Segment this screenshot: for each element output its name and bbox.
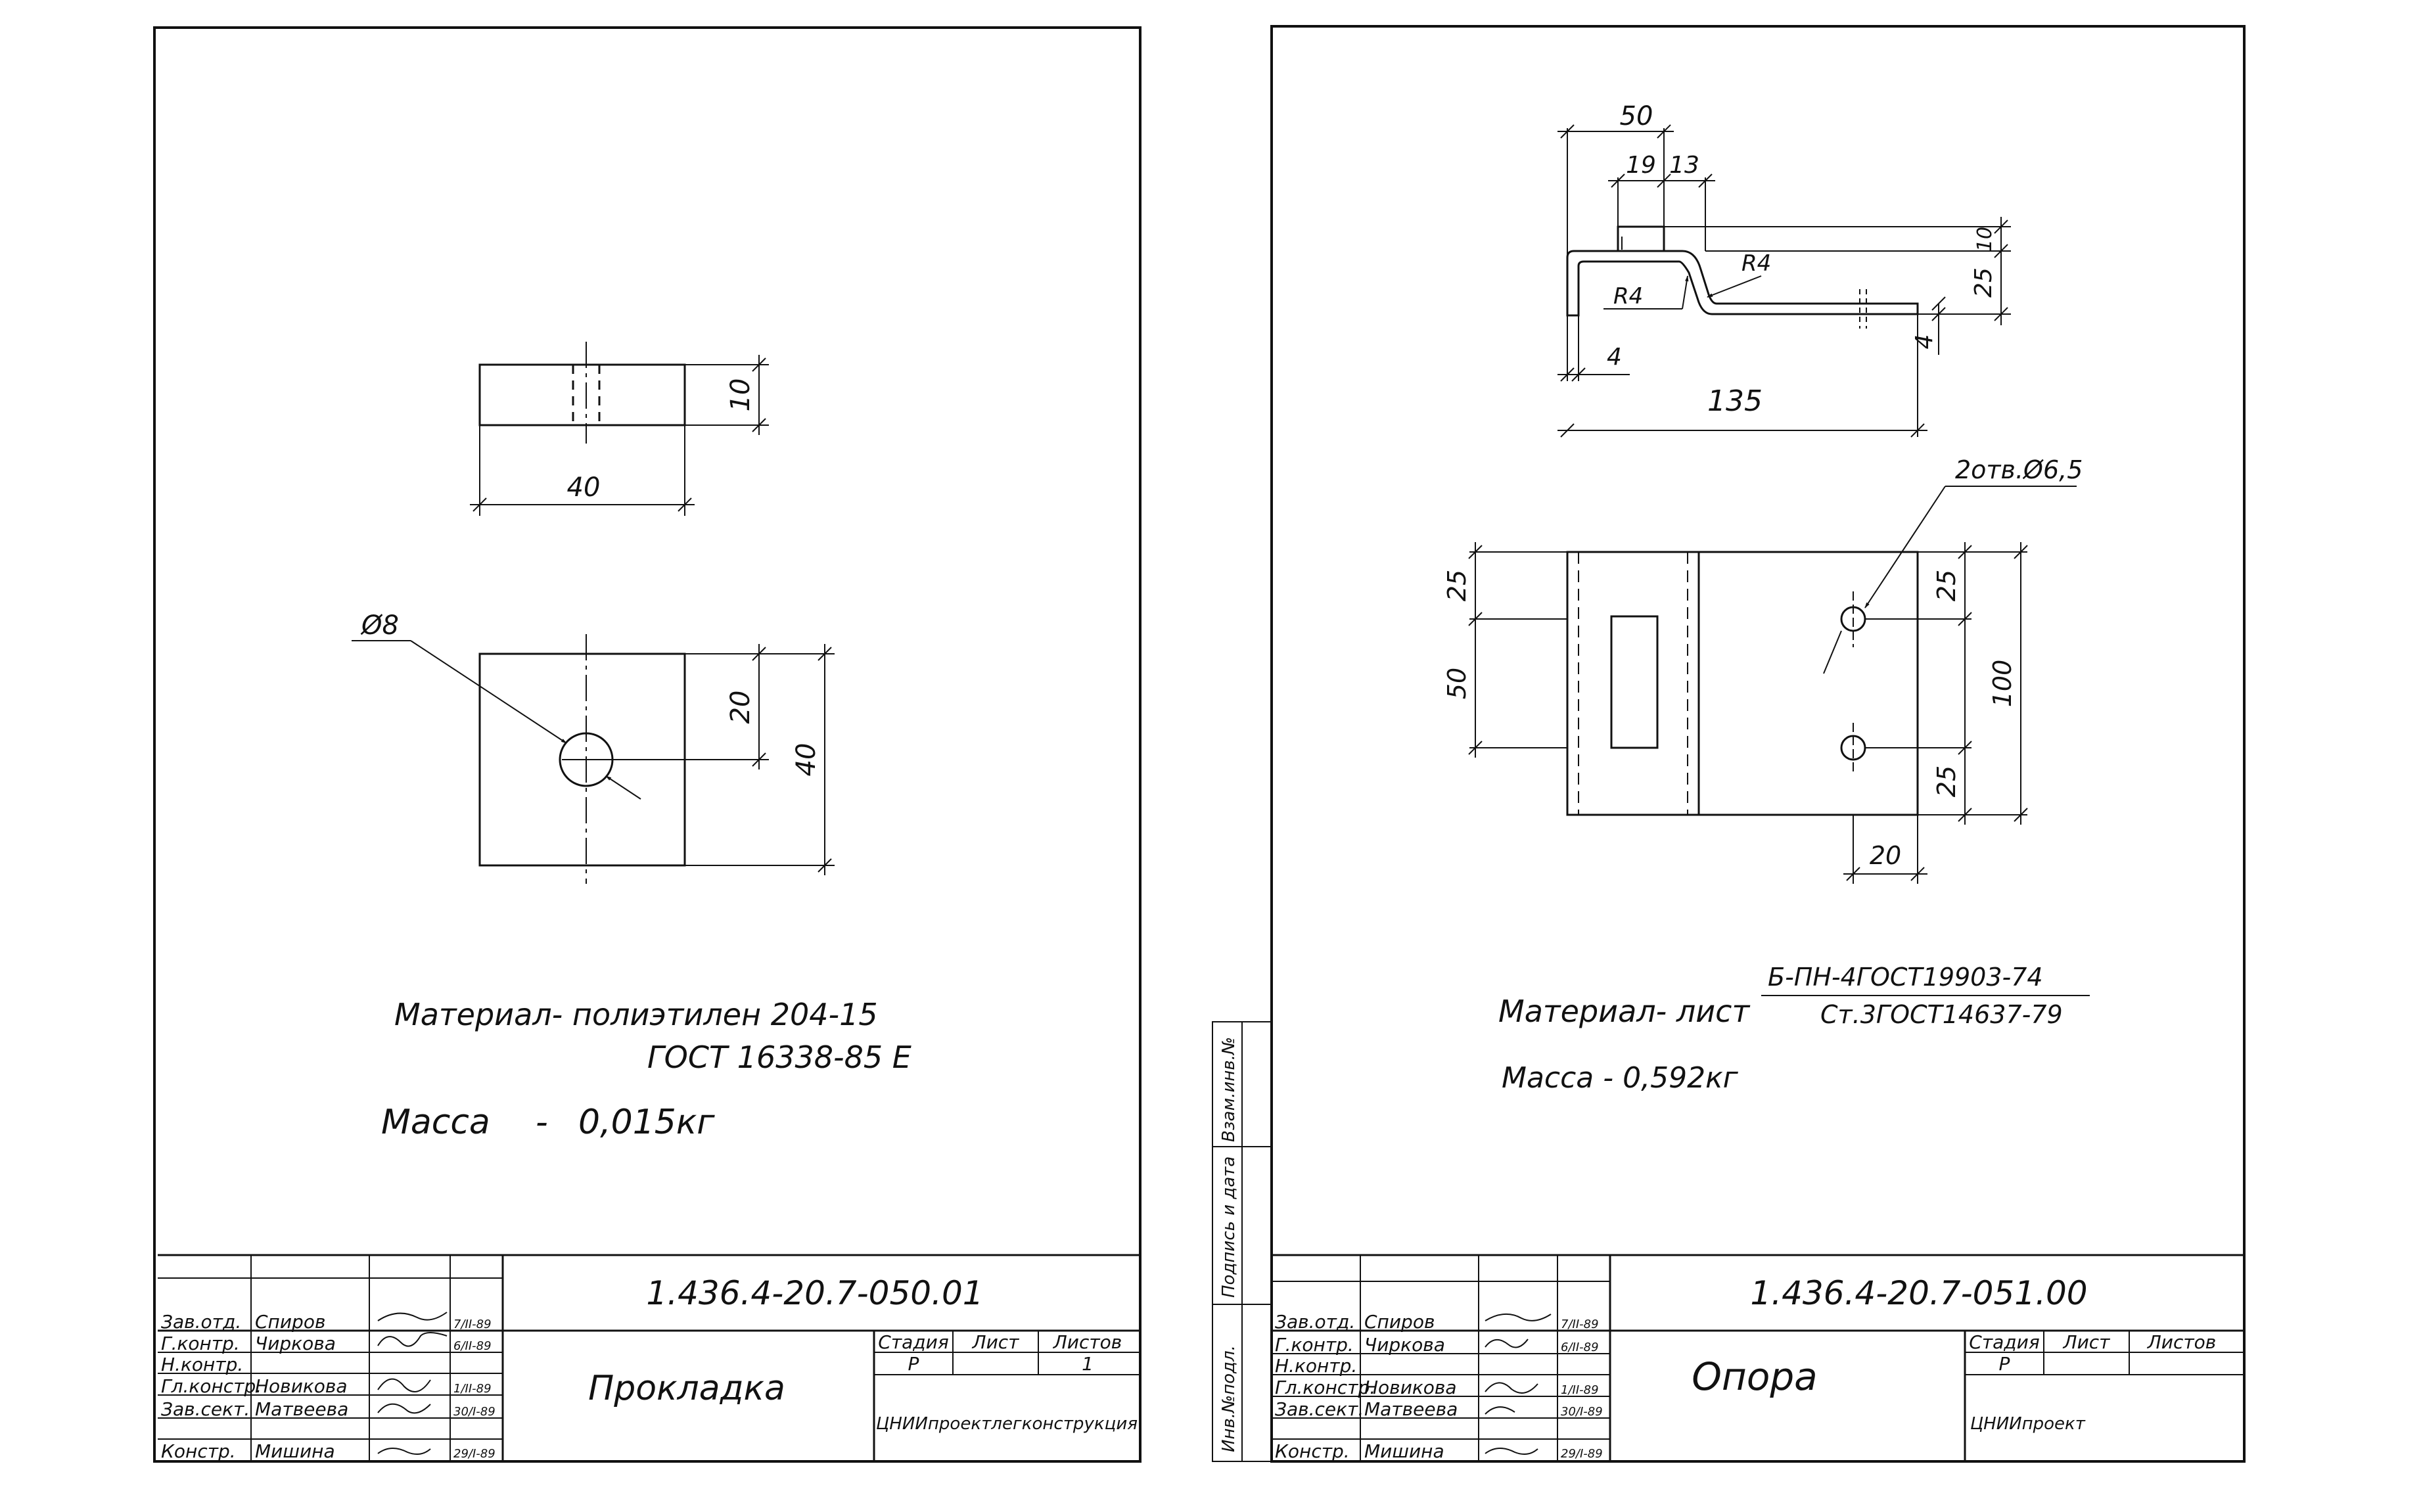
dim-4-right: 4 xyxy=(1911,334,1938,350)
part-name: Прокладка xyxy=(588,1369,785,1408)
hole-diameter-dim: Ø8 xyxy=(360,610,399,641)
title-block-1 xyxy=(158,1254,1140,1461)
dim-25-right-bottom: 25 xyxy=(1932,766,1961,797)
sig-role: Н.контр. xyxy=(161,1354,243,1375)
sig-date: 6/II-89 xyxy=(453,1339,492,1353)
sig-name: Мишина xyxy=(1364,1440,1444,1462)
side-stamp xyxy=(1212,1021,1272,1462)
sig-name: Новикова xyxy=(1364,1377,1457,1398)
material-line-1: Материал- полиэтилен 204-15 xyxy=(394,997,878,1032)
sig-date: 30/I-89 xyxy=(1561,1405,1603,1419)
pad-width-dim: 40 xyxy=(567,472,601,503)
pad-height-dim: 40 xyxy=(791,743,821,777)
dim-100: 100 xyxy=(1988,660,2017,708)
sig-date: 29/I-89 xyxy=(1561,1447,1603,1461)
sig-name: Матвеева xyxy=(255,1398,348,1420)
stamp-repl: Взам.инв.№ xyxy=(1219,1037,1239,1142)
dim-r4-outer: R4 xyxy=(1741,250,1771,277)
sheet-1-border xyxy=(153,26,1141,1463)
dim-20: 20 xyxy=(1870,841,1901,870)
sig-date: 29/I-89 xyxy=(453,1447,496,1461)
sig-name: Спиров xyxy=(255,1311,325,1333)
doc-code: 1.436.4-20.7-050.01 xyxy=(646,1274,983,1312)
pad-plan-view xyxy=(352,634,835,884)
sig-role: Зав.отд. xyxy=(161,1311,241,1333)
sig-role: Зав.отд. xyxy=(1275,1311,1355,1333)
sig-name: Матвеева xyxy=(1364,1398,1458,1420)
dim-19: 19 xyxy=(1626,152,1656,179)
organization: ЦНИИпроект xyxy=(1970,1414,2086,1434)
title-block-2 xyxy=(1272,1254,2244,1461)
mass-label: Масса xyxy=(381,1103,490,1142)
sheet-1: 40 10 Ø8 20 40 Материал- полиэтилен 204-… xyxy=(153,26,1141,1463)
part-name: Опора xyxy=(1692,1354,1817,1399)
stage-value: Р xyxy=(1999,1353,2010,1375)
stamp-sign-date: Подпись и дата xyxy=(1219,1157,1239,1298)
sig-date: 1/II-89 xyxy=(453,1382,492,1396)
sheets-value: 1 xyxy=(1082,1353,1094,1375)
sig-role: Констр. xyxy=(1275,1440,1350,1462)
pad-side-view xyxy=(470,342,769,516)
support-plan-view xyxy=(1468,486,2077,884)
material-line-2: ГОСТ 16338-85 Е xyxy=(647,1040,911,1075)
dim-13: 13 xyxy=(1669,152,1699,179)
stage-header: Стадия xyxy=(878,1331,948,1353)
dim-50-top: 50 xyxy=(1620,101,1653,131)
material-label: Материал- лист xyxy=(1498,994,1750,1029)
sig-name: Чиркова xyxy=(1364,1334,1445,1356)
dim-25-left: 25 xyxy=(1442,570,1471,601)
hole-note: 2отв.Ø6,5 xyxy=(1955,455,2083,484)
hole-position-dim: 20 xyxy=(726,691,756,724)
stage-value: Р xyxy=(908,1353,919,1375)
dim-135: 135 xyxy=(1707,384,1763,418)
sig-role: Зав.сект. xyxy=(161,1398,250,1420)
handwritten-signatures-2 xyxy=(1485,1314,1552,1455)
sig-name: Спиров xyxy=(1364,1311,1435,1333)
dim-4-left: 4 xyxy=(1607,344,1622,371)
dim-50-left: 50 xyxy=(1442,668,1471,699)
sig-role: Н.контр. xyxy=(1275,1355,1357,1377)
sig-date: 30/I-89 xyxy=(453,1405,496,1419)
sig-role: Г.контр. xyxy=(161,1333,240,1354)
material-denominator: Ст.3ГОСТ14637-79 xyxy=(1820,1000,2063,1029)
sheet-2-border xyxy=(1270,25,2246,1463)
organization: ЦНИИпроектлегконструкция xyxy=(876,1414,1138,1434)
dim-25-right-top: 25 xyxy=(1932,570,1961,601)
mass-value: 0,015кг xyxy=(578,1103,715,1142)
sig-role: Гл.констр. xyxy=(161,1375,262,1397)
sig-name: Новикова xyxy=(255,1375,348,1397)
stage-header: Стадия xyxy=(1969,1331,2039,1353)
pad-thickness-dim: 10 xyxy=(726,378,756,412)
sig-name: Мишина xyxy=(255,1440,335,1462)
sheets-header: Листов xyxy=(2147,1331,2217,1353)
stamp-inv: Инв.№подл. xyxy=(1219,1345,1239,1452)
sig-date: 6/II-89 xyxy=(1561,1340,1599,1354)
dim-r4-inner: R4 xyxy=(1613,283,1643,309)
handwritten-signatures-1 xyxy=(377,1312,448,1455)
sig-date: 7/II-89 xyxy=(1561,1317,1599,1331)
sig-role: Г.контр. xyxy=(1275,1334,1354,1356)
sig-date: 1/II-89 xyxy=(1561,1383,1599,1397)
sig-role: Зав.сект. xyxy=(1275,1398,1364,1420)
sheet-2: Инв.№подл. Подпись и дата Взам.инв.№ xyxy=(1212,25,2246,1463)
sig-date: 7/II-89 xyxy=(453,1317,492,1331)
sheet-header: Лист xyxy=(972,1331,1020,1353)
sheets-header: Листов xyxy=(1053,1331,1122,1353)
mass-dash: - xyxy=(536,1103,548,1142)
sig-role: Гл.констр. xyxy=(1275,1377,1375,1398)
dim-25-top: 25 xyxy=(1970,267,1997,298)
sheet-header: Лист xyxy=(2063,1331,2111,1353)
signature-rows-1: Зав.отд. Спиров 7/II-89 Г.контр. Чиркова… xyxy=(161,1311,496,1462)
sig-name: Чиркова xyxy=(255,1333,336,1354)
dim-10: 10 xyxy=(1973,227,1996,252)
signature-rows-2: Зав.отд. Спиров 7/II-89 Г.контр. Чиркова… xyxy=(1275,1311,1603,1462)
doc-code: 1.436.4-20.7-051.00 xyxy=(1750,1274,2087,1312)
support-profile-view xyxy=(1557,124,2011,438)
mass-note: Масса - 0,592кг xyxy=(1502,1061,1739,1095)
material-numerator: Б-ПН-4ГОСТ19903-74 xyxy=(1768,963,2043,992)
sig-role: Констр. xyxy=(161,1440,236,1462)
